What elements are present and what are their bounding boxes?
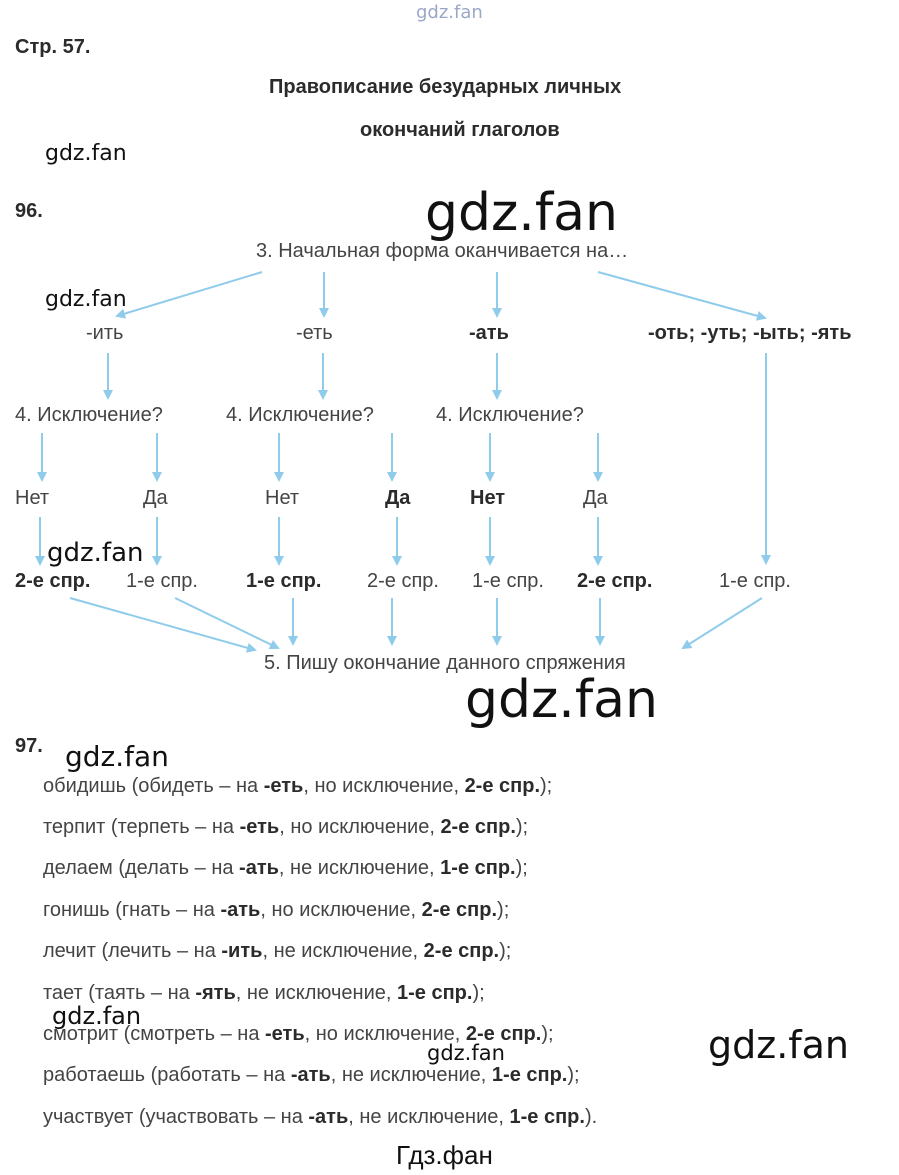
ending-at: -ать: [469, 322, 509, 344]
watermark-top: gdz.fan: [416, 2, 483, 23]
conj-result-6: 2-е спр.: [577, 570, 653, 592]
task-97-line: гонишь (гнать – на -ать, но исключение, …: [43, 899, 510, 921]
watermark-large: gdz.fan: [425, 183, 618, 243]
ending-et: -еть: [296, 322, 333, 344]
watermark-large: gdz.fan: [708, 1023, 850, 1067]
task-97-line: лечит (лечить – на -ить, не исключение, …: [43, 940, 512, 962]
answer-no-3: Нет: [470, 487, 506, 509]
conj-result-2: 1-е спр.: [126, 570, 198, 592]
ending-it: -ить: [86, 322, 124, 344]
conj-result-1: 2-е спр.: [15, 570, 91, 592]
answer-yes-3: Да: [583, 487, 608, 509]
title-line-1: Правописание безударных личных: [269, 76, 622, 98]
page-label: Стр. 57.: [15, 36, 91, 58]
answer-no-1: Нет: [15, 487, 50, 509]
watermark: gdz.fan: [47, 538, 144, 568]
exception-question-1: 4. Исключение?: [15, 404, 163, 426]
task-97-line: делаем (делать – на -ать, не исключение,…: [43, 857, 528, 879]
flowchart-arrows: [35, 271, 771, 653]
watermark: gdz.fan: [52, 1002, 142, 1030]
task-97-line: работаешь (работать – на -ать, не исключ…: [43, 1064, 580, 1086]
exception-question-3: 4. Исключение?: [436, 404, 584, 426]
task-96-label: 96.: [15, 200, 43, 222]
task-97-line: обидишь (обидеть – на -еть, но исключени…: [43, 775, 553, 797]
answer-no-2: Нет: [265, 487, 300, 509]
ending-other: -оть; -уть; -ыть; -ять: [648, 322, 852, 344]
title-line-2: окончаний глаголов: [360, 119, 560, 141]
diagram-result: 5. Пишу окончание данного спряжения: [264, 652, 626, 674]
answer-yes-2: Да: [385, 487, 411, 509]
task-97-line: терпит (терпеть – на -еть, но исключение…: [43, 816, 529, 838]
watermark: gdz.fan: [65, 740, 169, 773]
watermark: gdz.fan: [45, 287, 127, 312]
task-97-label: 97.: [15, 735, 43, 757]
conj-result-4: 2-е спр.: [367, 570, 439, 592]
watermark-large: gdz.fan: [465, 670, 658, 730]
task-97-line: смотрит (смотреть – на -еть, но исключен…: [43, 1023, 554, 1045]
footer-watermark: Гдз.фан: [396, 1140, 493, 1170]
watermark: gdz.fan: [427, 1041, 505, 1065]
conj-result-7: 1-е спр.: [719, 570, 791, 592]
exception-question-2: 4. Исключение?: [226, 404, 374, 426]
answer-yes-1: Да: [143, 487, 168, 509]
task-97-line: тает (таять – на -ять, не исключение, 1-…: [43, 982, 485, 1004]
diagram-start: 3. Начальная форма оканчивается на…: [256, 240, 629, 262]
watermark: gdz.fan: [45, 141, 127, 166]
conj-result-3: 1-е спр.: [246, 570, 322, 592]
conj-result-5: 1-е спр.: [472, 570, 544, 592]
task-97-line: участвует (участвовать – на -ать, не иск…: [43, 1106, 598, 1128]
